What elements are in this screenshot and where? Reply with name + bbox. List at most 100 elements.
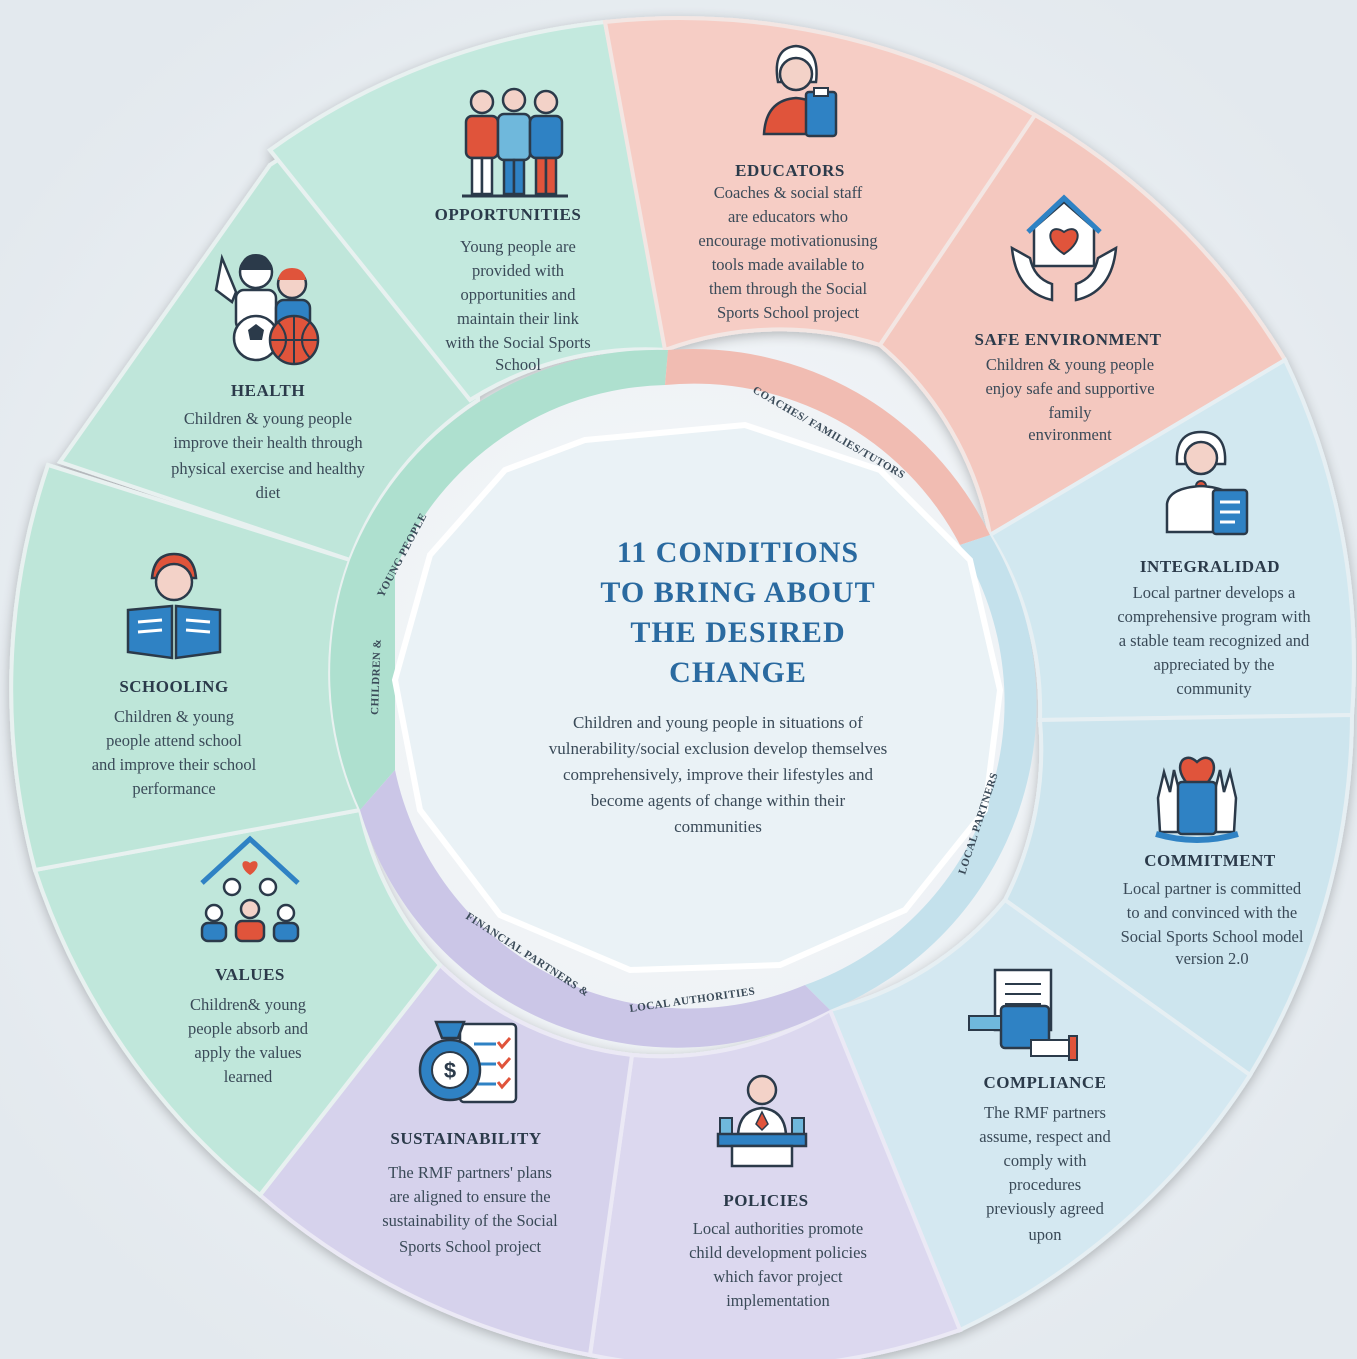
segment-line: improve their health through [173,433,363,452]
segment-text-safe-environment: SAFE ENVIRONMENT Children & young people… [975,330,1162,444]
segment-educators [602,16,1038,353]
segment-line: Children & young [114,707,234,726]
segment-line: them through the Social [709,279,868,298]
kids-with-balls-icon [214,253,320,366]
segment-title: COMPLIANCE [983,1073,1106,1092]
segment-line: people attend school [106,731,242,750]
segment-line: sustainability of the Social [382,1211,558,1230]
segment-line: encourage motivationusing [698,231,877,250]
segment-line: The RMF partners' plans [388,1163,552,1182]
handing-document-icon [968,968,1078,1061]
segment-line: Coaches & social staff [714,183,863,202]
segment-title: POLICIES [723,1191,808,1210]
segment-line: family [1048,403,1092,422]
segment-text-compliance: COMPLIANCE The RMF partners assume, resp… [979,1073,1111,1244]
center-description-line: Children and young people in situations … [573,713,863,732]
segment-line: comply with [1004,1151,1088,1170]
segment-line: performance [132,779,215,798]
segment-text-sustainability: SUSTAINABILITY The RMF partners' plans a… [382,1129,558,1256]
segment-line: physical exercise and healthy [171,459,366,478]
center-panel [391,421,1004,974]
segment-text-values: VALUES Children& young people absorb and… [188,965,309,1086]
segment-text-integralidad: INTEGRALIDAD Local partner develops a co… [1117,557,1311,698]
segment-line: procedures [1009,1175,1081,1194]
segment-title: SCHOOLING [119,677,228,696]
segment-line: community [1176,679,1252,698]
segment-line: Social Sports School model [1121,927,1304,946]
segment-line: Local authorities promote [693,1219,863,1238]
center-title-line: THE DESIRED [630,616,845,649]
segment-line: diet [256,483,281,502]
center-title-line: 11 CONDITIONS [617,536,859,569]
segment-text-educators: EDUCATORS Coaches & social staff are edu… [698,161,877,322]
svg-text:$: $ [444,1058,456,1083]
center-description-line: communities [674,817,762,836]
group-of-people-icon [462,87,568,198]
child-reading-book-icon [126,552,222,660]
teacher-with-clipboard-icon [762,44,838,138]
segment-line: are aligned to ensure the [389,1187,550,1206]
hands-holding-house-icon [1010,194,1118,302]
segment-title: SUSTAINABILITY [390,1129,541,1148]
segment-line: child development policies [689,1243,867,1262]
center-description-line: vulnerability/social exclusion develop t… [549,739,888,758]
segment-line: to and convinced with the [1127,903,1297,922]
ring-label-children: CHILDREN & [369,639,384,716]
segment-line: upon [1029,1225,1062,1244]
segment-line: opportunities and [460,285,576,304]
center-title-line: TO BRING ABOUT [600,576,875,609]
money-bag-checklist-icon: $ [418,1020,518,1104]
band-financial [360,770,830,1048]
segment-text-opportunities: OPPORTUNITIES Young people are provided … [435,205,591,374]
center-title-line: CHANGE [669,656,807,689]
segment-line: Sports School project [399,1237,541,1256]
segment-line: version 2.0 [1175,949,1248,968]
family-house-heart-icon [200,835,300,943]
segment-line: maintain their link [457,309,580,328]
segment-title: OPPORTUNITIES [435,205,582,224]
segment-line: The RMF partners [984,1103,1106,1122]
center-title: 11 CONDITIONS TO BRING ABOUT THE DESIRED… [600,536,875,689]
segment-title: VALUES [215,965,285,984]
segment-line: Young people are [460,237,576,256]
official-at-podium-icon [716,1074,808,1168]
segment-line: Children & young people [986,355,1154,374]
segment-line: learned [224,1067,273,1086]
segment-line: people absorb and [188,1019,309,1038]
outer-ring [9,16,1356,1359]
band-local-partners [805,535,1037,1010]
segment-line: apply the values [194,1043,301,1062]
segment-line: Sports School project [717,303,859,322]
segment-line: Children& young [190,995,306,1014]
segment-values [32,807,443,1198]
segment-line: which favor project [713,1267,843,1286]
center-description-line: become agents of change within their [591,791,846,810]
center-description-line: comprehensively, improve their lifestyle… [563,765,874,784]
segment-title: HEALTH [231,381,305,400]
segment-line: comprehensive program with [1117,607,1311,626]
segment-line: enjoy safe and supportive [985,379,1154,398]
segment-line: are educators who [728,207,848,226]
segment-line: School [495,355,541,374]
stakeholder-ring [330,349,1037,1048]
segment-title: SAFE ENVIRONMENT [975,330,1162,349]
segment-text-commitment: COMMITMENT Local partner is committed to… [1121,851,1304,968]
segment-line: a stable team recognized and [1119,631,1310,650]
segment-line: and improve their school [92,755,257,774]
raised-hands-heart-icon [1155,756,1239,843]
segment-line: tools made available to [712,255,865,274]
segment-line: Local partner develops a [1133,583,1296,602]
segment-text-health: HEALTH Children & young people improve t… [171,381,366,502]
segment-text-policies: POLICIES Local authorities promote child… [689,1191,867,1310]
segment-line: Children & young people [184,409,352,428]
segment-line: implementation [726,1291,830,1310]
segment-title: EDUCATORS [735,161,845,180]
segment-line: previously agreed [986,1199,1104,1218]
person-with-document-icon [1165,430,1249,536]
segment-line: assume, respect and [979,1127,1111,1146]
band-children [330,349,668,810]
segment-line: provided with [472,261,565,280]
segment-title: COMMITMENT [1144,851,1276,870]
segment-text-schooling: SCHOOLING Children & young people attend… [92,677,257,798]
